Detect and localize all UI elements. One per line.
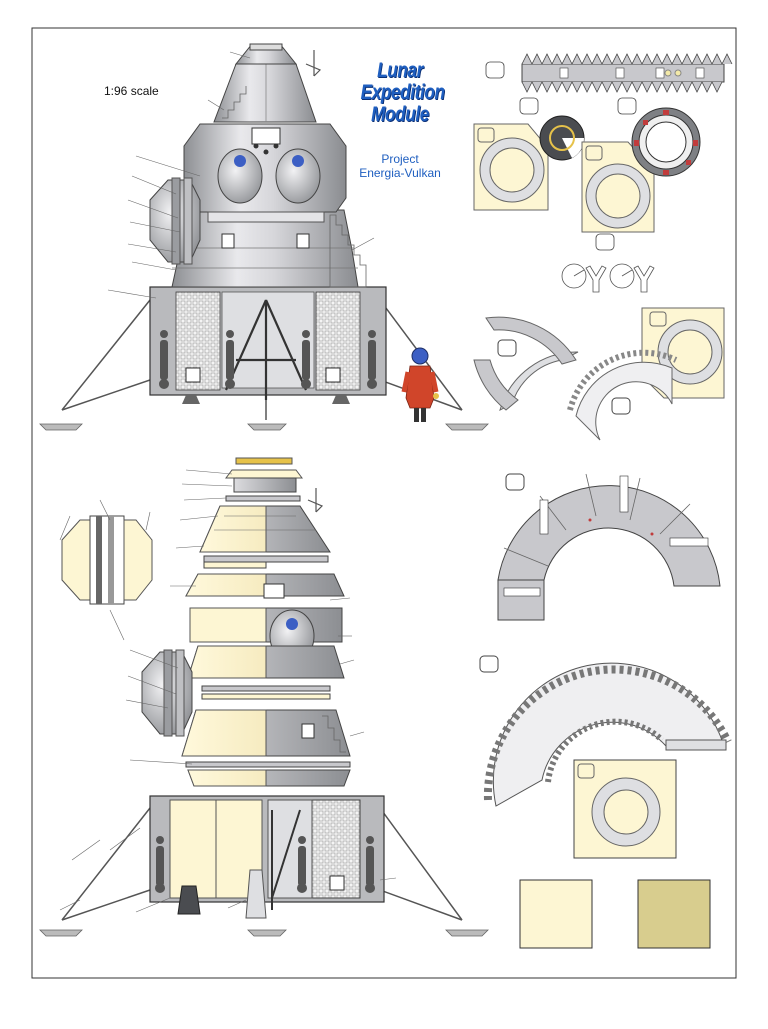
window-icon <box>286 618 298 630</box>
tan-paper-swatch <box>637 879 711 949</box>
title-line: Module <box>371 103 429 126</box>
sheet-border <box>31 27 737 979</box>
assembled-module <box>39 43 489 431</box>
window-icon <box>292 155 304 167</box>
astronaut-figure <box>401 347 439 422</box>
parts-bottom-right <box>479 473 732 949</box>
subtitle-line: Project <box>381 152 419 166</box>
title: Lunar Expedition Module <box>352 60 448 126</box>
window-icon <box>234 155 246 167</box>
parts-top-right <box>473 53 733 441</box>
antenna-icon <box>307 488 324 513</box>
scale-label: 1:96 scale <box>104 84 159 98</box>
exploded-view <box>39 457 489 937</box>
antenna-icon <box>305 50 322 77</box>
subtitle-line: Energia-Vulkan <box>359 166 441 180</box>
cream-paper-swatch <box>519 879 593 949</box>
title-line: Expedition <box>360 81 445 104</box>
title-line: Lunar <box>377 59 423 82</box>
subtitle: Project Energia-Vulkan <box>342 152 458 180</box>
